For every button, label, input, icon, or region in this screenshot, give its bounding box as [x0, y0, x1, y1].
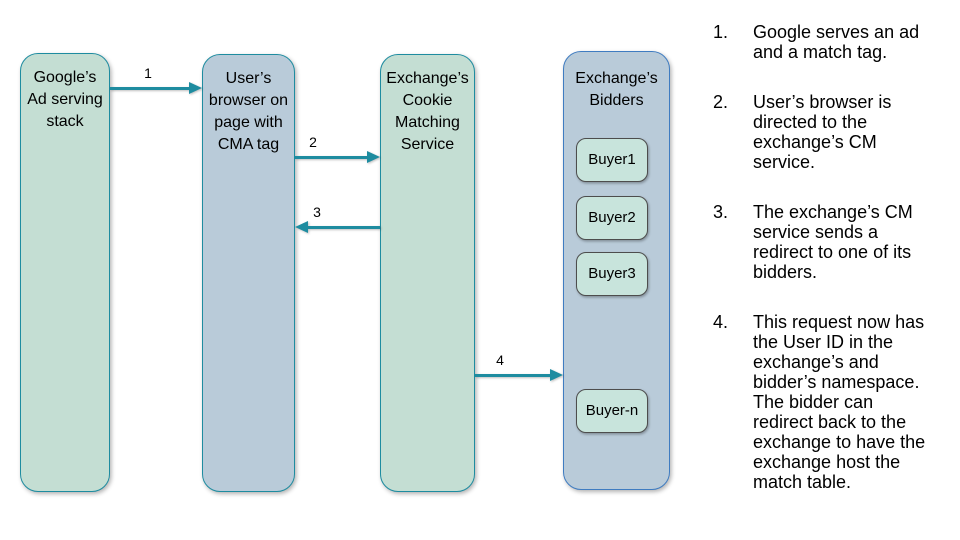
- arrow-4-right-icon: [475, 369, 563, 381]
- arrow-2-right-icon: [295, 151, 380, 163]
- arrow-line: [475, 373, 552, 377]
- note-3-number: 3.: [713, 202, 729, 222]
- node-cookie-matching-service: Exchange’s Cookie Matching Service: [380, 54, 475, 492]
- arrow-1-label: 1: [144, 65, 152, 81]
- note-item-4: 4. This request now has the User ID in t…: [713, 312, 935, 492]
- note-2-text: User’s browser is directed to the exchan…: [753, 92, 892, 172]
- buyer-box-n: Buyer-n: [576, 389, 648, 433]
- arrow-3-label: 3: [313, 204, 321, 220]
- note-item-2: 2. User’s browser is directed to the exc…: [713, 92, 935, 172]
- buyer-n-label: Buyer-n: [585, 402, 639, 419]
- arrow-line: [306, 225, 380, 229]
- node-user-browser: User’s browser on page with CMA tag: [202, 54, 295, 492]
- buyer-box-3: Buyer3: [576, 252, 648, 296]
- buyer-1-label: Buyer1: [588, 151, 636, 168]
- arrow-head-icon: [367, 151, 380, 163]
- arrow-line: [295, 155, 369, 159]
- arrow-line: [110, 86, 191, 90]
- node-google-ad-stack: Google’s Ad serving stack: [20, 53, 110, 492]
- note-2-number: 2.: [713, 92, 729, 112]
- node-exchange-bidders: Exchange’s Bidders Buyer1 Buyer2 Buyer3 …: [563, 51, 670, 490]
- node-cookie-matching-service-label: Exchange’s Cookie Matching Service: [386, 70, 469, 153]
- arrow-4-label: 4: [496, 352, 504, 368]
- arrow-1-right-icon: [110, 82, 202, 94]
- note-item-1: 1. Google serves an ad and a match tag.: [713, 22, 935, 62]
- note-3-text: The exchange’s CM service sends a redire…: [753, 202, 913, 282]
- note-1-number: 1.: [713, 22, 729, 42]
- note-4-text: This request now has the User ID in the …: [753, 312, 926, 492]
- notes-list: 1. Google serves an ad and a match tag. …: [713, 22, 935, 522]
- arrow-2-label: 2: [309, 134, 317, 150]
- buyer-box-2: Buyer2: [576, 196, 648, 240]
- arrow-3-left-icon: [295, 221, 380, 233]
- note-1-text: Google serves an ad and a match tag.: [753, 22, 920, 62]
- buyer-3-label: Buyer3: [588, 265, 636, 282]
- arrow-head-icon: [295, 221, 308, 233]
- arrow-head-icon: [550, 369, 563, 381]
- node-google-ad-stack-label: Google’s Ad serving stack: [27, 69, 103, 130]
- note-4-number: 4.: [713, 312, 729, 332]
- node-user-browser-label: User’s browser on page with CMA tag: [208, 70, 289, 153]
- buyer-box-1: Buyer1: [576, 138, 648, 182]
- note-item-3: 3. The exchange’s CM service sends a red…: [713, 202, 935, 282]
- buyer-2-label: Buyer2: [588, 209, 636, 226]
- arrow-head-icon: [189, 82, 202, 94]
- node-exchange-bidders-label: Exchange’s Bidders: [575, 70, 658, 109]
